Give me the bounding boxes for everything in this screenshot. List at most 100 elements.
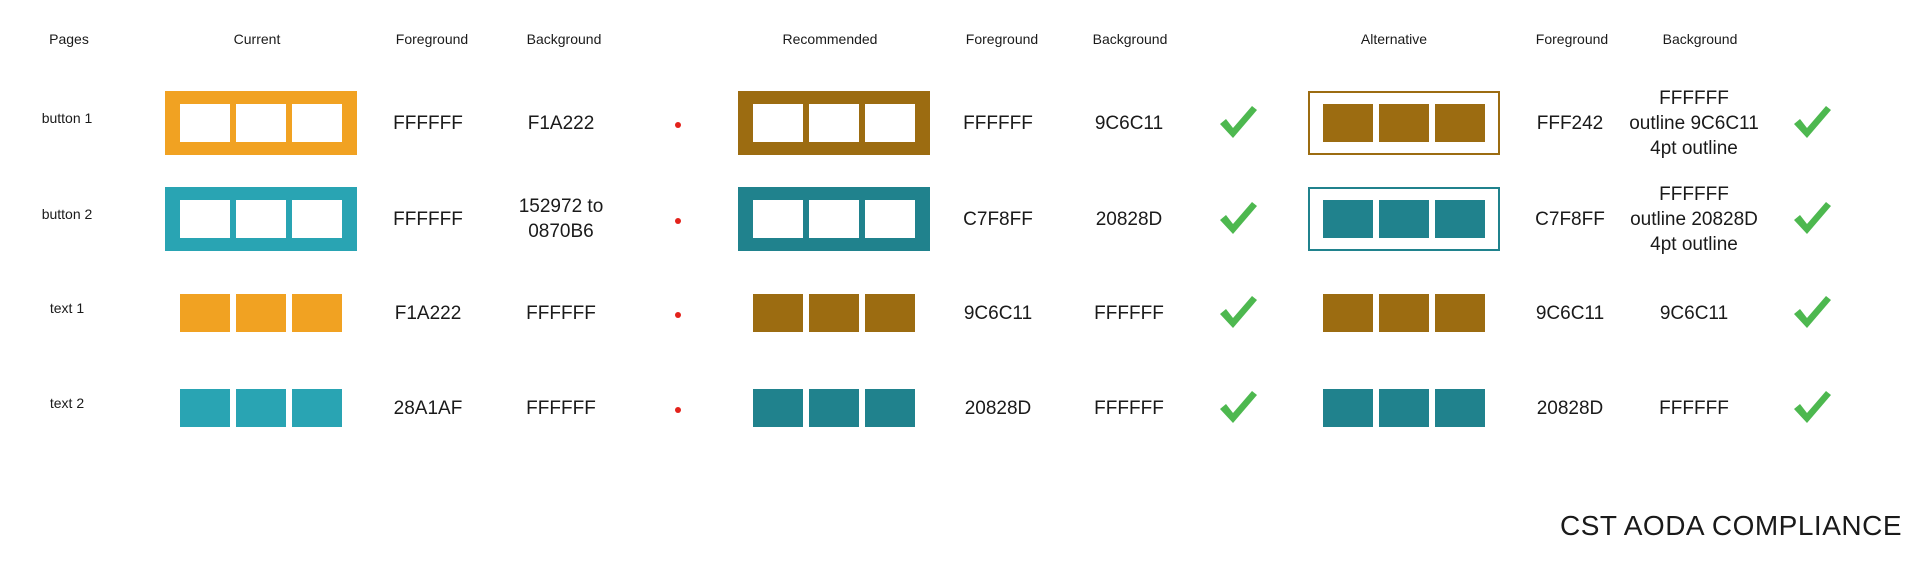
alternative-swatch-square <box>1435 294 1485 332</box>
recommended-swatch-square <box>865 294 915 332</box>
recommended-swatch-square <box>809 200 859 238</box>
header-recommended-foreground: Foreground <box>965 31 1039 47</box>
alternative-check-icon <box>1794 391 1831 423</box>
alternative-swatch-square <box>1379 104 1429 142</box>
recommended-swatch <box>738 376 930 440</box>
recommended-check-icon <box>1220 202 1257 234</box>
current-foreground-value: 28A1AF <box>393 398 463 419</box>
recommended-foreground-value: 20828D <box>964 398 1032 419</box>
recommended-swatch <box>738 281 930 345</box>
recommended-foreground-value: 9C6C11 <box>963 303 1033 324</box>
recommended-swatch-square <box>753 294 803 332</box>
recommended-check-icon <box>1220 106 1257 138</box>
alternative-swatch-square <box>1323 200 1373 238</box>
recommended-swatch-square <box>809 389 859 427</box>
recommended-swatch <box>738 91 930 155</box>
current-swatch-square <box>292 200 342 238</box>
current-foreground-value: FFFFFF <box>393 209 463 230</box>
current-swatch <box>165 91 357 155</box>
alternative-swatch-square <box>1379 389 1429 427</box>
alternative-foreground-value: 20828D <box>1536 398 1604 419</box>
current-swatch-square <box>236 200 286 238</box>
current-foreground-value: F1A222 <box>394 303 462 324</box>
header-recommended-background: Background <box>1092 31 1168 47</box>
alternative-swatch <box>1308 91 1500 155</box>
header-current: Current <box>233 31 281 47</box>
recommended-swatch-square <box>809 104 859 142</box>
alternative-background-value: FFFFFF <box>1659 398 1729 419</box>
current-swatch <box>165 281 357 345</box>
recommended-swatch-square <box>865 200 915 238</box>
current-foreground-value: FFFFFF <box>393 113 463 134</box>
alternative-foreground-value: FFF242 <box>1536 113 1604 134</box>
alternative-swatch <box>1308 281 1500 345</box>
alternative-swatch-square <box>1379 294 1429 332</box>
header-recommended: Recommended <box>782 31 878 47</box>
fail-dot-icon <box>675 218 681 224</box>
alternative-background-value-line: 4pt outline <box>1650 137 1738 159</box>
alternative-swatch-square <box>1379 200 1429 238</box>
alternative-swatch-square <box>1435 389 1485 427</box>
current-background-value: 152972 to 0870B6 <box>461 194 661 244</box>
alternative-check-icon <box>1794 106 1831 138</box>
recommended-swatch-square <box>865 389 915 427</box>
current-swatch-square <box>292 294 342 332</box>
recommended-check-icon <box>1220 296 1257 328</box>
header-alternative-background: Background <box>1662 31 1738 47</box>
recommended-swatch-square <box>753 389 803 427</box>
header-current-foreground: Foreground <box>395 31 469 47</box>
alternative-background-value: 9C6C11 <box>1659 303 1729 324</box>
current-swatch-square <box>180 294 230 332</box>
header-alternative-foreground: Foreground <box>1535 31 1609 47</box>
current-background-value: FFFFFF <box>526 303 596 324</box>
recommended-swatch-square <box>753 200 803 238</box>
alternative-background-value-line: 4pt outline <box>1650 233 1738 255</box>
header-pages: Pages <box>49 31 89 47</box>
alternative-background-value-line: outline 9C6C11 <box>1629 112 1759 134</box>
recommended-swatch <box>738 187 930 251</box>
alternative-check-icon <box>1794 202 1831 234</box>
row-page-label: text 2 <box>49 395 85 411</box>
footer-title: CST AODA COMPLIANCE <box>1560 510 1902 541</box>
fail-dot-icon <box>675 407 681 413</box>
recommended-swatch-square <box>809 294 859 332</box>
current-swatch-square <box>292 389 342 427</box>
alternative-swatch-square <box>1435 104 1485 142</box>
alternative-background-value-line: FFFFFF <box>1659 87 1729 109</box>
current-swatch-square <box>180 200 230 238</box>
current-background-value-line: 0870B6 <box>528 221 594 242</box>
current-swatch-square <box>236 389 286 427</box>
current-swatch-square <box>180 389 230 427</box>
alternative-swatch-square <box>1323 104 1373 142</box>
header-alternative: Alternative <box>1360 31 1428 47</box>
alternative-foreground-value: 9C6C11 <box>1535 303 1605 324</box>
current-background-value: F1A222 <box>527 113 595 134</box>
row-page-label: button 1 <box>41 110 93 126</box>
recommended-background-value: FFFFFF <box>1094 398 1164 419</box>
alternative-swatch <box>1308 187 1500 251</box>
alternative-swatch-square <box>1323 389 1373 427</box>
alternative-swatch-square <box>1323 294 1373 332</box>
current-background-value-line: 152972 to <box>518 196 604 217</box>
current-swatch-square <box>180 104 230 142</box>
recommended-check-icon <box>1220 391 1257 423</box>
alternative-background-value-line: FFFFFF <box>1659 183 1729 205</box>
recommended-foreground-value: C7F8FF <box>963 209 1033 230</box>
alternative-swatch-square <box>1435 200 1485 238</box>
fail-dot-icon <box>675 312 681 318</box>
alternative-background-value-line: outline 20828D <box>1630 208 1758 230</box>
alternative-swatch <box>1308 376 1500 440</box>
recommended-swatch-square <box>865 104 915 142</box>
recommended-background-value: FFFFFF <box>1094 303 1164 324</box>
current-swatch-square <box>292 104 342 142</box>
current-swatch <box>165 187 357 251</box>
alternative-background-value: FFFFFF outline 20828D 4pt outline <box>1594 182 1794 257</box>
recommended-background-value: 9C6C11 <box>1094 113 1164 134</box>
current-swatch <box>165 376 357 440</box>
alternative-check-icon <box>1794 296 1831 328</box>
alternative-background-value: FFFFFF outline 9C6C11 4pt outline <box>1594 86 1794 161</box>
row-page-label: button 2 <box>41 206 93 222</box>
current-swatch-square <box>236 294 286 332</box>
recommended-swatch-square <box>753 104 803 142</box>
recommended-background-value: 20828D <box>1095 209 1163 230</box>
